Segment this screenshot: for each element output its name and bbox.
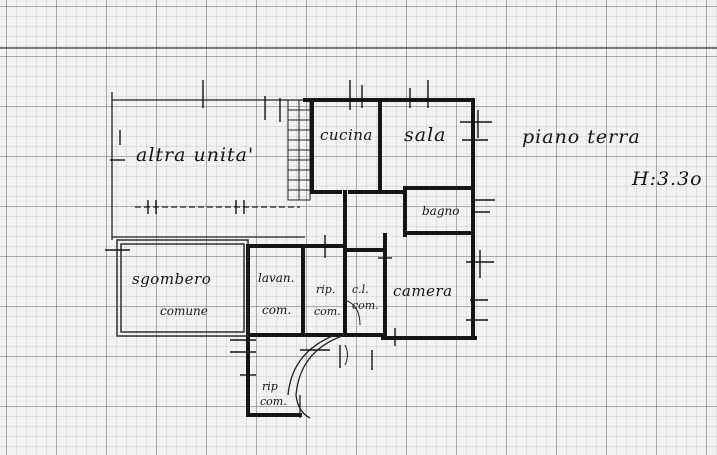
label-height: H:3.3o [632, 168, 703, 190]
label-cl: c.l. [352, 283, 369, 296]
main-walls [246, 98, 477, 417]
staircase [287, 99, 311, 201]
label-altra-unita: altra unita' [136, 144, 255, 166]
label-camera: camera [393, 282, 453, 300]
label-piano-terra: piano terra [522, 126, 641, 148]
label-rip-bottom-com: com. [260, 395, 287, 408]
label-rip: rip. [316, 283, 336, 296]
label-lavan-com: com. [262, 303, 292, 317]
label-lavan: lavan. [258, 271, 295, 285]
label-sgombero: sgombero [132, 270, 212, 288]
neighbour-unit-outline [111, 92, 305, 240]
curved-stair [287, 334, 346, 419]
label-cucina: cucina [320, 126, 373, 144]
label-bagno: bagno [422, 204, 460, 218]
storage-room-walls [116, 239, 249, 337]
label-rip-com: com. [314, 305, 341, 318]
label-sgombero-comune: comune [160, 304, 208, 318]
label-rip-bottom: rip [262, 380, 278, 393]
door-swing [344, 299, 361, 366]
opening-marks [105, 80, 495, 376]
label-cl-com: com. [352, 299, 379, 312]
label-sala: sala [404, 124, 447, 146]
